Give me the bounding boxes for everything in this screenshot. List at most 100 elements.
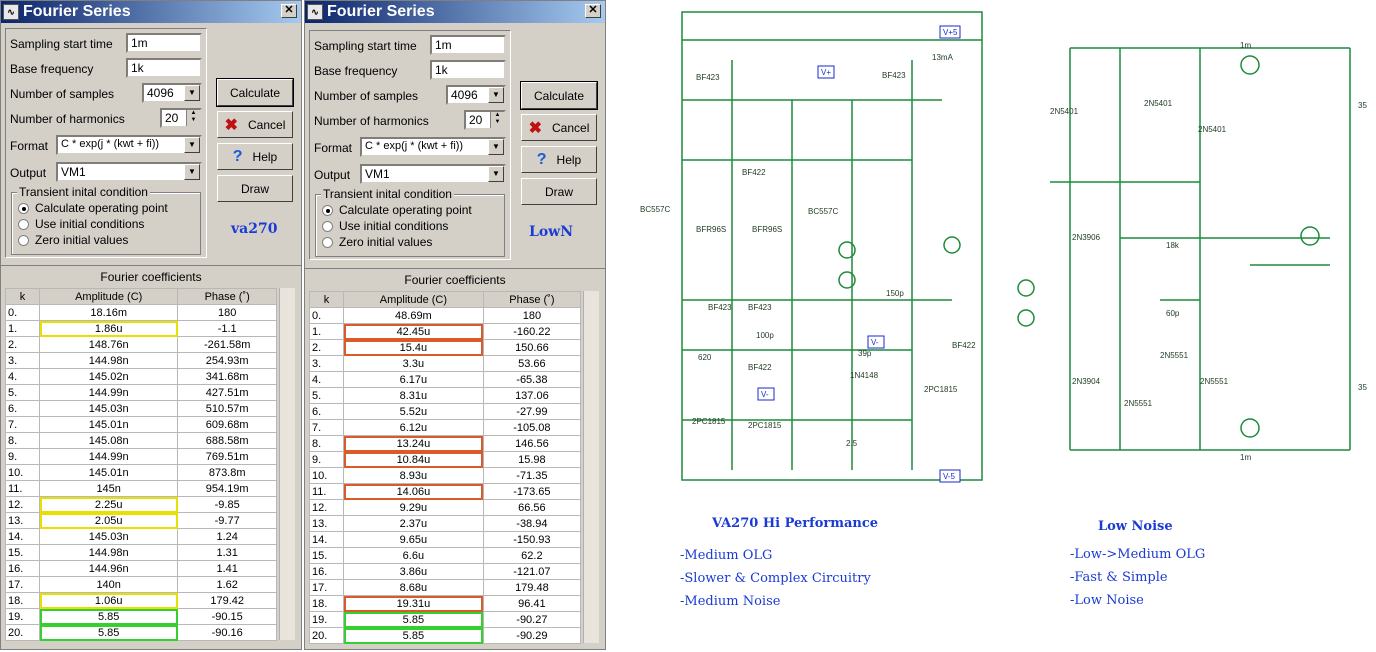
phase-cell: 180: [177, 304, 277, 321]
radio-zero-initial[interactable]: Zero initial values: [18, 233, 128, 247]
radio-zero-initial[interactable]: Zero initial values: [322, 235, 432, 249]
sampling-start-input[interactable]: 1m: [430, 35, 506, 55]
sampling-start-label: Sampling start time: [314, 39, 417, 53]
fourier-coefficients-panel: Fourier coefficients k Amplitude (C) Pha…: [305, 268, 605, 652]
schematic-label: 2.5: [846, 439, 858, 448]
help-button[interactable]: ?Help: [217, 143, 293, 170]
row-index: 5.: [309, 387, 344, 404]
close-icon[interactable]: ✕: [281, 4, 297, 18]
row-index: 3.: [309, 355, 344, 372]
phase-cell: 179.42: [177, 592, 277, 609]
close-icon[interactable]: ✕: [585, 4, 601, 18]
spin-arrows-icon[interactable]: ▲▼: [186, 110, 200, 126]
amplitude-cell: 2.37u: [343, 515, 484, 532]
chevron-down-icon[interactable]: ▼: [184, 164, 200, 180]
radio-calculate-op[interactable]: Calculate operating point: [18, 201, 168, 215]
draw-button[interactable]: Draw: [521, 178, 597, 205]
num-samples-label: Number of samples: [314, 89, 419, 103]
row-index: 7.: [5, 416, 40, 433]
num-harmonics-stepper[interactable]: 20▲▼: [160, 108, 202, 128]
amplitude-cell: 145.03n: [38, 528, 179, 545]
vertical-scrollbar[interactable]: [279, 288, 295, 640]
phase-cell: 769.51m: [177, 448, 277, 465]
chevron-down-icon[interactable]: ▼: [184, 137, 200, 153]
draw-button[interactable]: Draw: [217, 175, 293, 202]
row-index: 0.: [5, 304, 40, 321]
cancel-button[interactable]: ✖Cancel: [217, 111, 293, 138]
schematic-label: 2N5401: [1198, 125, 1227, 134]
phase-cell: 15.98: [482, 451, 582, 468]
row-index: 14.: [309, 531, 344, 548]
base-frequency-input[interactable]: 1k: [126, 58, 202, 78]
chevron-down-icon[interactable]: ▼: [488, 87, 504, 103]
amplitude-cell: 5.52u: [343, 403, 484, 420]
num-samples-value: 4096: [451, 88, 478, 102]
amplitude-cell: 5.85: [343, 627, 484, 644]
amplitude-cell: 1.86u: [38, 320, 179, 337]
amplitude-cell: 9.29u: [343, 499, 484, 516]
phase-cell: -71.35: [482, 467, 582, 484]
schematic-label: 2N3906: [1072, 233, 1101, 242]
amplitude-cell: 6.17u: [343, 371, 484, 388]
cancel-button[interactable]: ✖Cancel: [521, 114, 597, 141]
amplitude-cell: 144.98n: [38, 352, 179, 369]
chevron-down-icon[interactable]: ▼: [488, 166, 504, 182]
calculate-label: Calculate: [533, 88, 585, 103]
amplitude-cell: 148.76n: [38, 336, 179, 353]
radio-calculate-op[interactable]: Calculate operating point: [322, 203, 472, 217]
output-label: Output: [314, 168, 351, 182]
table-row: 20.5.85-90.29: [309, 627, 582, 644]
vertical-scrollbar[interactable]: [583, 291, 599, 643]
chevron-down-icon[interactable]: ▼: [184, 85, 200, 101]
format-select[interactable]: C * exp(j * (kwt + fi))▼: [56, 135, 202, 155]
table-row: 10.8.93u-71.35: [309, 467, 582, 484]
phase-cell: 510.57m: [177, 400, 277, 417]
spin-arrows-icon[interactable]: ▲▼: [490, 112, 504, 128]
radio-dot-icon: [18, 218, 29, 230]
phase-cell: 66.56: [482, 499, 582, 516]
format-select[interactable]: C * exp(j * (kwt + fi))▼: [360, 137, 506, 157]
row-index: 14.: [5, 528, 40, 545]
schematic-label: 150p: [886, 289, 904, 298]
phase-cell: -90.15: [177, 608, 277, 625]
rail-label-vminus: V-: [761, 390, 769, 399]
radio-use-initial[interactable]: Use initial conditions: [322, 219, 448, 233]
amplitude-cell: 145.01n: [38, 464, 179, 481]
calculate-button[interactable]: Calculate: [216, 78, 294, 107]
amplitude-cell: 144.99n: [38, 448, 179, 465]
amplitude-cell: 145.08n: [38, 432, 179, 449]
lown-line: -Fast & Simple: [1070, 570, 1168, 585]
phase-cell: 427.51m: [177, 384, 277, 401]
radio-label: Zero initial values: [339, 235, 433, 249]
output-select[interactable]: VM1▼: [56, 162, 202, 182]
num-samples-select[interactable]: 4096 ▼: [446, 85, 506, 105]
num-samples-select[interactable]: 4096▼: [142, 83, 202, 103]
num-harmonics-value: 20: [469, 113, 483, 127]
rail-label-vminus5: V-5: [943, 472, 956, 481]
radio-dot-icon: [322, 220, 333, 232]
output-select[interactable]: VM1▼: [360, 164, 506, 184]
chevron-down-icon[interactable]: ▼: [488, 139, 504, 155]
calculate-button[interactable]: Calculate: [520, 81, 598, 110]
schematic-label: 2PC1815: [692, 417, 726, 426]
amplitude-cell: 145.02n: [38, 368, 179, 385]
row-index: 10.: [309, 467, 344, 484]
base-frequency-input[interactable]: 1k: [430, 60, 506, 80]
schematic-label: 39p: [858, 349, 872, 358]
num-harmonics-stepper[interactable]: 20 ▲▼: [464, 110, 506, 130]
radio-use-initial[interactable]: Use initial conditions: [18, 217, 144, 231]
phase-cell: 150.66: [482, 339, 582, 356]
table-row: 1.1.86u-1.1: [5, 320, 277, 337]
schematic-label: 2N5551: [1200, 377, 1229, 386]
help-button[interactable]: ?Help: [521, 146, 597, 173]
row-index: 15.: [5, 544, 40, 561]
sampling-start-input[interactable]: 1m: [126, 33, 202, 53]
amplitude-cell: 8.31u: [343, 387, 484, 404]
